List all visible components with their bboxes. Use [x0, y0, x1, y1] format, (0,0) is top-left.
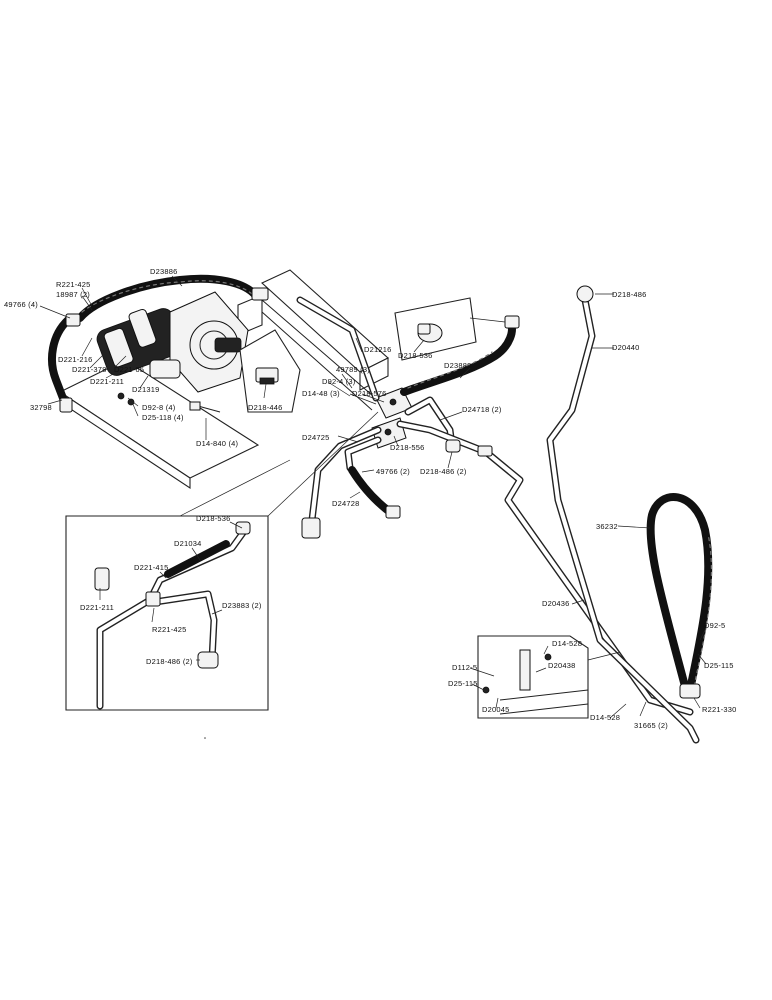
pressure-hose-top: [76, 274, 269, 322]
suction-hose-left: [48, 313, 81, 413]
label-18987: 18987 (2): [56, 290, 90, 299]
label-d23886: D23886: [150, 267, 177, 276]
label-d112-5: D112-5: [452, 663, 477, 672]
label-d24728: D24728: [332, 499, 359, 508]
label-d24718: D24718 (2): [462, 405, 502, 414]
label-d92-8: D92-8 (4): [142, 403, 176, 412]
label-d23889: D23889: [444, 361, 471, 370]
label-d14-528-right: D14-528: [590, 713, 620, 722]
label-49766-4: 49766 (4): [4, 300, 38, 309]
label-d14-840: D14-840 (4): [196, 439, 239, 448]
label-d25-115-inset: D25-115: [448, 679, 478, 688]
label-d218-556: D218-556: [390, 443, 425, 452]
label-d20440: D20440: [612, 343, 639, 352]
label-d21216: D21216: [364, 345, 391, 354]
label-d92-4: D92-4 (3): [322, 377, 356, 386]
label-d221-211-inset: D221-211: [80, 603, 114, 612]
label-49766-2: 49766 (2): [376, 467, 410, 476]
label-d23883: D23883 (2): [222, 601, 262, 610]
label-d25-118: D25-118 (4): [142, 413, 184, 422]
label-d218-486-2-mid: D218-486 (2): [420, 467, 467, 476]
pipe-D20440: [546, 285, 700, 744]
leader-lines: [39, 275, 707, 719]
label-d14-48: D14-48 (3): [302, 389, 340, 398]
label-36232: 36232: [596, 522, 618, 531]
part-labels: D23886 R221-425 18987 (2) 49766 (4) D221…: [4, 267, 737, 730]
label-d221-415: D221-415: [134, 563, 169, 572]
label-d21319: D21319: [132, 385, 159, 394]
label-32798: 32798: [30, 403, 52, 412]
label-31665: 31665 (2): [634, 721, 668, 730]
label-r221-330: R221-330: [702, 705, 737, 714]
label-d221-65: D221-65: [114, 365, 144, 374]
label-d221-211-top: D221-211: [90, 377, 124, 386]
label-d218-536-inset: D218-536: [196, 514, 231, 523]
label-d218-486-2-inset: D218-486 (2): [146, 657, 193, 666]
label-d218-576: D218-576: [352, 389, 387, 398]
detail-inset-panel: [65, 411, 379, 711]
label-d218-486: D218-486: [612, 290, 647, 299]
mounting-bolts: [189, 401, 221, 413]
label-d92-5: D92-5: [704, 621, 725, 630]
label-49789: 49789 (3): [336, 365, 370, 374]
hose-36232: [646, 493, 713, 699]
label-d218-446: D218-446: [248, 403, 283, 412]
pipe-D24718: [396, 396, 694, 716]
hose-D24728: [344, 436, 401, 519]
pipe-D21216: [296, 296, 380, 402]
label-d221-216: D221-216: [58, 355, 93, 364]
label-d24725: D24725: [302, 433, 329, 442]
label-d20436: D20436: [542, 599, 569, 608]
label-d25-115-right: D25-115: [704, 661, 734, 670]
label-d21034: D21034: [174, 539, 201, 548]
label-d14-528-inset: D14-528: [552, 639, 582, 648]
label-d218-536-top: D218-536: [398, 351, 433, 360]
label-r221-425-top: R221-425: [56, 280, 91, 289]
hydraulic-pump: [96, 291, 249, 406]
label-d20438: D20438: [548, 661, 575, 670]
label-r221-425-inset: R221-425: [152, 625, 187, 634]
inset-D218-536: [394, 297, 506, 361]
inset-bracket: [477, 635, 621, 719]
pump-inset-fitting: [239, 329, 301, 413]
label-d221-378: D221-378: [72, 365, 107, 374]
label-d20045: D20045: [482, 705, 509, 714]
